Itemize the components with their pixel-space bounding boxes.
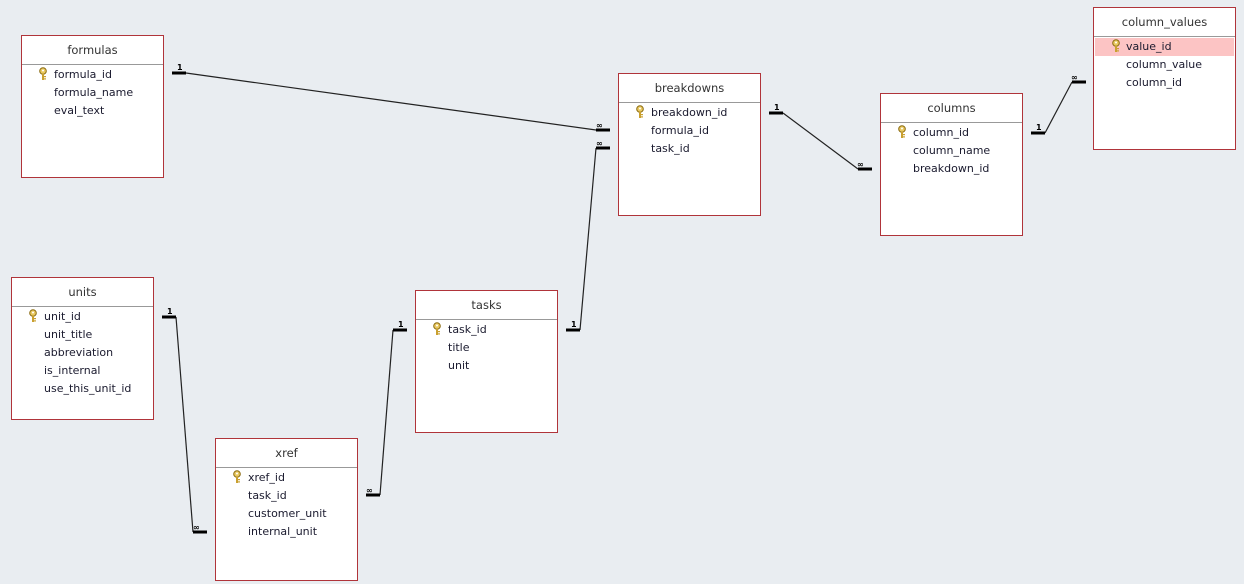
field-title[interactable]: title — [416, 339, 557, 357]
field-list: value_id column_value column_id — [1094, 37, 1235, 92]
table-breakdowns[interactable]: breakdowns breakdown_id formula_id task_id — [618, 73, 761, 216]
field-xref-id[interactable]: xref_id — [216, 469, 357, 487]
field-label: column_id — [1126, 76, 1183, 89]
one-label: 1 — [571, 320, 577, 329]
table-units[interactable]: units unit_id unit_title abbreviation is_int… — [11, 277, 154, 420]
table-title[interactable]: breakdowns — [619, 74, 760, 103]
many-label: ∞ — [366, 486, 373, 495]
field-column-id[interactable]: column_id — [1094, 74, 1235, 92]
primary-key-icon — [38, 67, 48, 81]
field-label: column_value — [1126, 58, 1203, 71]
field-task-id[interactable]: task_id — [619, 140, 760, 158]
field-formula-id[interactable]: formula_id — [619, 122, 760, 140]
table-column-values[interactable]: column_values value_id column_value column_… — [1093, 7, 1236, 150]
field-label: unit — [448, 359, 470, 372]
field-label: xref_id — [248, 471, 285, 484]
field-breakdown-id[interactable]: breakdown_id — [619, 104, 760, 122]
field-value-id[interactable]: value_id — [1095, 38, 1234, 56]
table-title[interactable]: xref — [216, 439, 357, 468]
table-xref[interactable]: xref xref_id task_id customer_unit internal_… — [215, 438, 358, 581]
one-label: 1 — [398, 320, 404, 329]
field-label: abbreviation — [44, 346, 114, 359]
many-label: ∞ — [596, 139, 603, 148]
field-column-value[interactable]: column_value — [1094, 56, 1235, 74]
field-column-name[interactable]: column_name — [881, 142, 1022, 160]
field-task-id[interactable]: task_id — [416, 321, 557, 339]
field-label: formula_id — [651, 124, 709, 137]
field-eval-text[interactable]: eval_text — [22, 102, 163, 120]
field-label: column_name — [913, 144, 991, 157]
field-column-id[interactable]: column_id — [881, 124, 1022, 142]
field-internal-unit[interactable]: internal_unit — [216, 523, 357, 541]
many-label: ∞ — [1071, 73, 1078, 82]
table-formulas[interactable]: formulas formula_id formula_name eval_text — [21, 35, 164, 178]
field-label: task_id — [651, 142, 690, 155]
one-label: 1 — [774, 103, 780, 112]
field-label: use_this_unit_id — [44, 382, 132, 395]
field-breakdown-id[interactable]: breakdown_id — [881, 160, 1022, 178]
field-label: is_internal — [44, 364, 101, 377]
field-formula-name[interactable]: formula_name — [22, 84, 163, 102]
field-label: breakdown_id — [651, 106, 728, 119]
table-columns[interactable]: columns column_id column_name breakdown_id — [880, 93, 1023, 236]
field-label: breakdown_id — [913, 162, 990, 175]
primary-key-icon — [1111, 39, 1121, 53]
table-title[interactable]: formulas — [22, 36, 163, 65]
field-list: column_id column_name breakdown_id — [881, 123, 1022, 178]
field-label: task_id — [448, 323, 487, 336]
field-label: customer_unit — [248, 507, 327, 520]
field-customer-unit[interactable]: customer_unit — [216, 505, 357, 523]
field-list: breakdown_id formula_id task_id — [619, 103, 760, 158]
field-unit[interactable]: unit — [416, 357, 557, 375]
field-label: unit_title — [44, 328, 93, 341]
one-label: 1 — [167, 307, 173, 316]
field-label: formula_name — [54, 86, 134, 99]
primary-key-icon — [635, 105, 645, 119]
field-label: unit_id — [44, 310, 81, 323]
field-formula-id[interactable]: formula_id — [22, 66, 163, 84]
primary-key-icon — [432, 322, 442, 336]
many-label: ∞ — [596, 121, 603, 130]
field-list: formula_id formula_name eval_text — [22, 65, 163, 120]
field-task-id[interactable]: task_id — [216, 487, 357, 505]
field-is-internal[interactable]: is_internal — [12, 362, 153, 380]
field-label: eval_text — [54, 104, 105, 117]
field-label: column_id — [913, 126, 970, 139]
primary-key-icon — [28, 309, 38, 323]
table-title[interactable]: tasks — [416, 291, 557, 320]
field-label: formula_id — [54, 68, 112, 81]
field-list: xref_id task_id customer_unit internal_unit — [216, 468, 357, 541]
primary-key-icon — [232, 470, 242, 484]
table-title[interactable]: columns — [881, 94, 1022, 123]
many-label: ∞ — [193, 523, 200, 532]
field-label: internal_unit — [248, 525, 318, 538]
field-use-this-unit-id[interactable]: use_this_unit_id — [12, 380, 153, 398]
one-label: 1 — [1036, 123, 1042, 132]
table-title[interactable]: units — [12, 278, 153, 307]
field-label: value_id — [1126, 40, 1172, 53]
one-label: 1 — [177, 63, 183, 72]
field-list: unit_id unit_title abbreviation is_internal… — [12, 307, 153, 398]
field-abbreviation[interactable]: abbreviation — [12, 344, 153, 362]
primary-key-icon — [897, 125, 907, 139]
field-unit-id[interactable]: unit_id — [12, 308, 153, 326]
field-label: title — [448, 341, 470, 354]
table-title[interactable]: column_values — [1094, 8, 1235, 37]
field-unit-title[interactable]: unit_title — [12, 326, 153, 344]
field-label: task_id — [248, 489, 287, 502]
many-label: ∞ — [857, 160, 864, 169]
